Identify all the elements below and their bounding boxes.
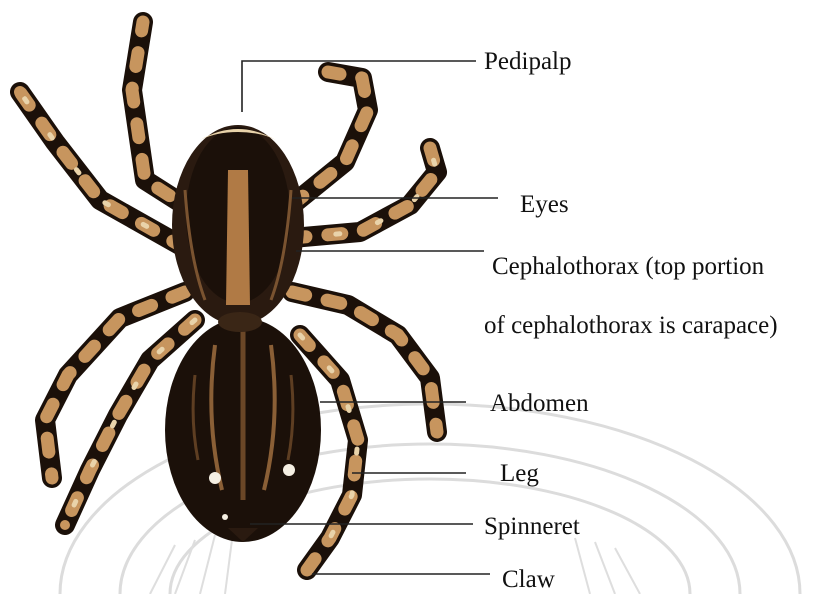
label-abdomen: Abdomen [490, 391, 589, 416]
label-claw: Claw [502, 567, 555, 592]
label-leg: Leg [500, 461, 539, 486]
label-spinneret: Spinneret [484, 514, 580, 539]
label-eyes: Eyes [520, 192, 569, 217]
label-pedipalp: Pedipalp [484, 49, 572, 74]
label-cephalothorax-line1: Cephalothorax (top portion [492, 254, 764, 279]
label-cephalothorax-line2: of cephalothorax is carapace) [484, 313, 778, 338]
pedipalp-leader [242, 61, 476, 112]
